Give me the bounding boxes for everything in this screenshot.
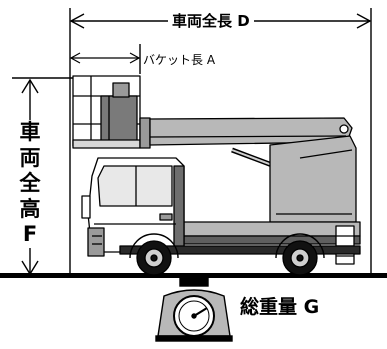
bucket-length-arrow [69,52,141,64]
overall-height-char: 高 [19,196,41,221]
overall-height-char: 両 [19,145,41,170]
aerial-work-platform-truck-icon [72,75,361,276]
gross-weight-label: 総重量 G [240,296,320,318]
overall-height-char: 全 [19,171,41,196]
overall-length-label: 車両全長 D [168,14,254,29]
ground-line [0,273,387,278]
guide-lines [12,8,372,276]
overall-height-label: 車 両 全 高 F [16,120,44,249]
overall-height-char: 車 [19,120,41,144]
bucket-length-label: バケット長 A [143,53,216,67]
overall-height-char: F [22,222,38,247]
weighing-scale-icon [155,277,233,342]
